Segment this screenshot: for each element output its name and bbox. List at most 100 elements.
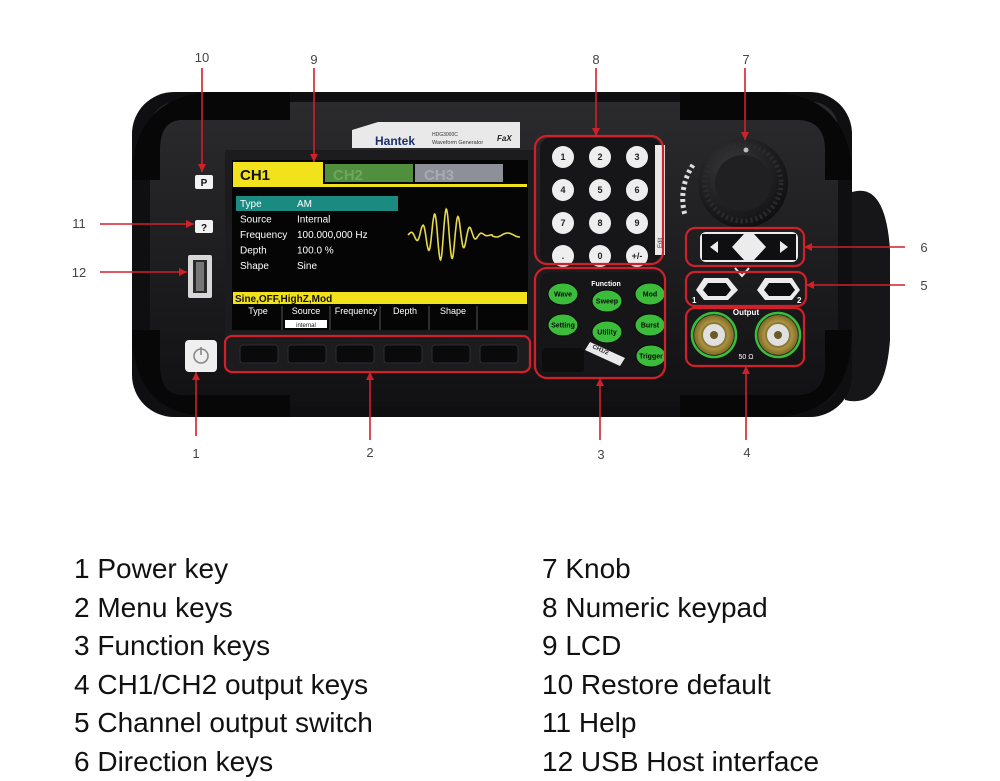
tab-ch3-label: CH3 — [424, 167, 454, 184]
function-key-utility[interactable]: Utility — [592, 321, 622, 343]
legend-item: 3 Function keys — [74, 627, 373, 666]
keypad-key-label: 3 — [634, 152, 639, 162]
keypad-key[interactable]: 3 — [626, 146, 648, 168]
legend-item: 4 CH1/CH2 output keys — [74, 666, 373, 705]
param-value: Sine — [297, 261, 317, 272]
callout-5: 5 — [920, 278, 927, 293]
callout-10: 10 — [195, 50, 209, 65]
callout-3: 3 — [597, 447, 604, 462]
callout-12: 12 — [72, 265, 86, 280]
lcd-screen: CH1 CH2 CH3 Type AM Source InternalFrequenc… — [232, 160, 528, 330]
status-text: Sine,OFF,HighZ,Mod — [235, 294, 332, 305]
callout-6: 6 — [920, 240, 927, 255]
menu-key[interactable] — [240, 345, 278, 363]
menu-key[interactable] — [336, 345, 374, 363]
softkey-label: Source — [292, 306, 321, 316]
function-key-setting[interactable]: Setting — [548, 314, 578, 336]
menu-key[interactable] — [480, 345, 518, 363]
keypad-key-label: 0 — [597, 251, 602, 261]
legend-item: 9 LCD — [542, 627, 819, 666]
function-key-label: Burst — [641, 323, 660, 330]
brand-plate: Hantek HDG3000C Waveform Generator FaX — [352, 122, 520, 148]
param-value: 100.000,000 Hz — [297, 230, 368, 241]
menu-key[interactable] — [432, 345, 470, 363]
tab-ch2-label: CH2 — [333, 167, 363, 184]
legend-item: 2 Menu keys — [74, 589, 373, 628]
param-value: AM — [297, 199, 312, 210]
legend-item: 8 Numeric keypad — [542, 589, 819, 628]
keypad-key-label: 8 — [597, 218, 602, 228]
source-value: internal — [296, 323, 316, 329]
keypad-key-label: . — [562, 251, 565, 261]
keypad-key-label: 4 — [560, 185, 565, 195]
param-label: Depth — [240, 246, 267, 257]
power-key[interactable] — [185, 340, 217, 372]
function-key-burst[interactable]: Burst — [635, 314, 665, 336]
function-key-label: Wave — [554, 292, 572, 299]
keypad-key[interactable]: 2 — [589, 146, 611, 168]
softkey-label: Shape — [440, 306, 466, 316]
model-name: HDG3000C — [432, 132, 458, 138]
keypad-key[interactable]: 9 — [626, 212, 648, 234]
function-key-mod[interactable]: Mod — [635, 283, 665, 305]
param-label: Shape — [240, 261, 269, 272]
callout-4: 4 — [743, 445, 750, 460]
menu-key[interactable] — [384, 345, 422, 363]
keypad-key[interactable]: 8 — [589, 212, 611, 234]
function-key-sweep[interactable]: Sweep — [592, 290, 622, 312]
legend-item: 6 Direction keys — [74, 743, 373, 781]
keypad-key[interactable]: 1 — [552, 146, 574, 168]
keypad-key-label: 7 — [560, 218, 565, 228]
ch2-output-num: 2 — [797, 296, 802, 305]
model-subtitle: Waveform Generator — [432, 140, 483, 146]
param-label: Source — [240, 215, 272, 226]
keypad-key[interactable]: 6 — [626, 179, 648, 201]
device-diagram: Hantek HDG3000C Waveform Generator FaX P… — [0, 0, 1000, 500]
keypad-key-label: +/- — [632, 251, 643, 261]
legend-left: 1 Power key 2 Menu keys 3 Function keys … — [74, 550, 373, 781]
output-label: Output — [733, 308, 760, 317]
menu-key[interactable] — [288, 345, 326, 363]
function-key-wave[interactable]: Wave — [548, 283, 578, 305]
function-key-label: Utility — [597, 330, 617, 337]
legend-item: 12 USB Host interface — [542, 743, 819, 781]
callout-1: 1 — [192, 446, 199, 461]
impedance-label: 50 Ω — [739, 354, 754, 361]
keypad-key-label: 1 — [560, 152, 565, 162]
callout-11: 11 — [72, 216, 86, 231]
help-key-label: ? — [201, 223, 207, 234]
function-key-label: Setting — [551, 323, 575, 330]
callout-2: 2 — [366, 445, 373, 460]
restore-default-key-label: P — [201, 178, 208, 189]
softkey-label: Type — [248, 306, 268, 316]
ch1-output-num: 1 — [692, 296, 697, 305]
keypad-key-label: 2 — [597, 152, 602, 162]
param-label: Frequency — [240, 230, 287, 241]
param-label: Type — [240, 199, 262, 210]
legend-item: 7 Knob — [542, 550, 819, 589]
keypad-key-label: 5 — [597, 185, 602, 195]
function-key-label: Trigger — [639, 354, 663, 361]
param-value: 100.0 % — [297, 246, 334, 257]
legend-item: 5 Channel output switch — [74, 704, 373, 743]
softkey-label: Depth — [393, 306, 417, 316]
param-value: Internal — [297, 215, 330, 226]
legend-item: 11 Help — [542, 704, 819, 743]
tab-ch1-label: CH1 — [240, 167, 270, 184]
legend-item: 10 Restore default — [542, 666, 819, 705]
logo-mark: FaX — [497, 134, 512, 143]
callout-7: 7 — [742, 52, 749, 67]
keypad-key[interactable]: 5 — [589, 179, 611, 201]
brand-name: Hantek — [375, 134, 415, 148]
keypad-key-label: 6 — [634, 185, 639, 195]
function-label: Function — [591, 281, 621, 288]
function-key-label: Sweep — [596, 299, 618, 306]
legend-right: 7 Knob 8 Numeric keypad 9 LCD 10 Restore… — [542, 550, 819, 781]
function-key-label: Mod — [643, 292, 657, 299]
softkey-label: Frequency — [335, 306, 378, 316]
function-key-trigger[interactable]: Trigger — [636, 345, 666, 367]
callout-9: 9 — [310, 52, 317, 67]
keypad-key[interactable]: 4 — [552, 179, 574, 201]
ch-switch-key[interactable] — [542, 348, 584, 372]
keypad-key[interactable]: 7 — [552, 212, 574, 234]
